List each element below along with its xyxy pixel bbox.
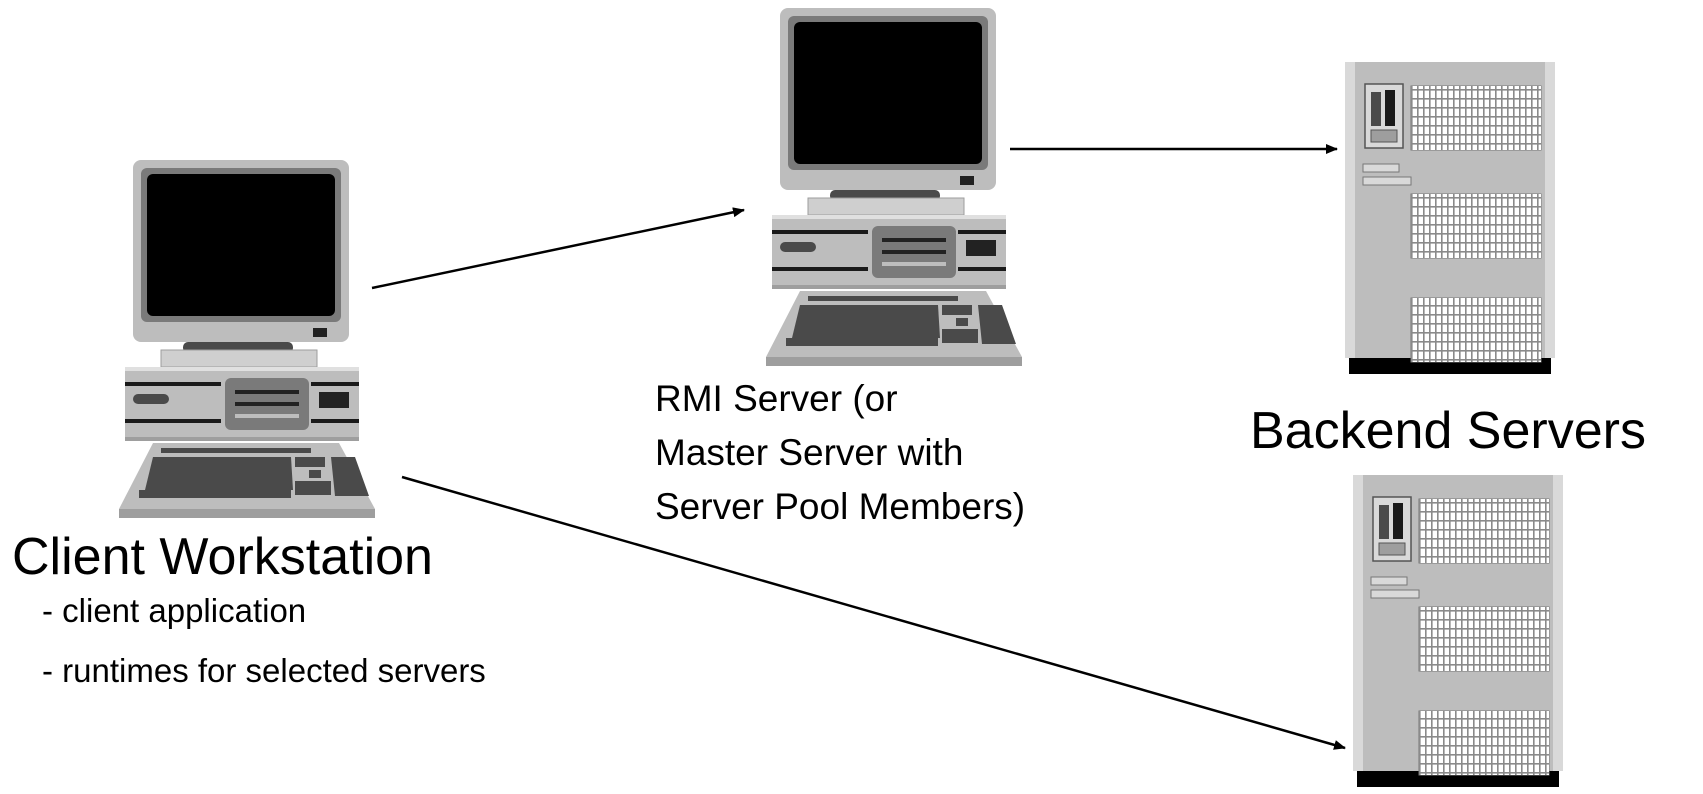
rmi-server-workstation-icon [765,7,1023,367]
rmi-server-label: RMI Server (or Master Server with Server… [655,372,1025,534]
arrow-client-to-rmi [371,207,745,290]
client-bullet-application: - client application [42,592,307,629]
rmi-label-line: Server Pool Members) [655,486,1026,527]
client-workstation-icon [118,159,376,519]
backend-servers-label: Backend Servers [1250,402,1646,460]
arrow-client-to-backend [401,475,1346,750]
client-workstation-label: Client Workstation [12,528,433,586]
rmi-label-line: RMI Server (or [655,378,898,419]
rmi-label-line: Master Server with [655,432,964,473]
client-bullet-runtimes: - runtimes for selected servers [42,652,486,689]
backend-server-tower-icon [1344,61,1556,375]
backend-server-tower-icon [1352,474,1564,788]
